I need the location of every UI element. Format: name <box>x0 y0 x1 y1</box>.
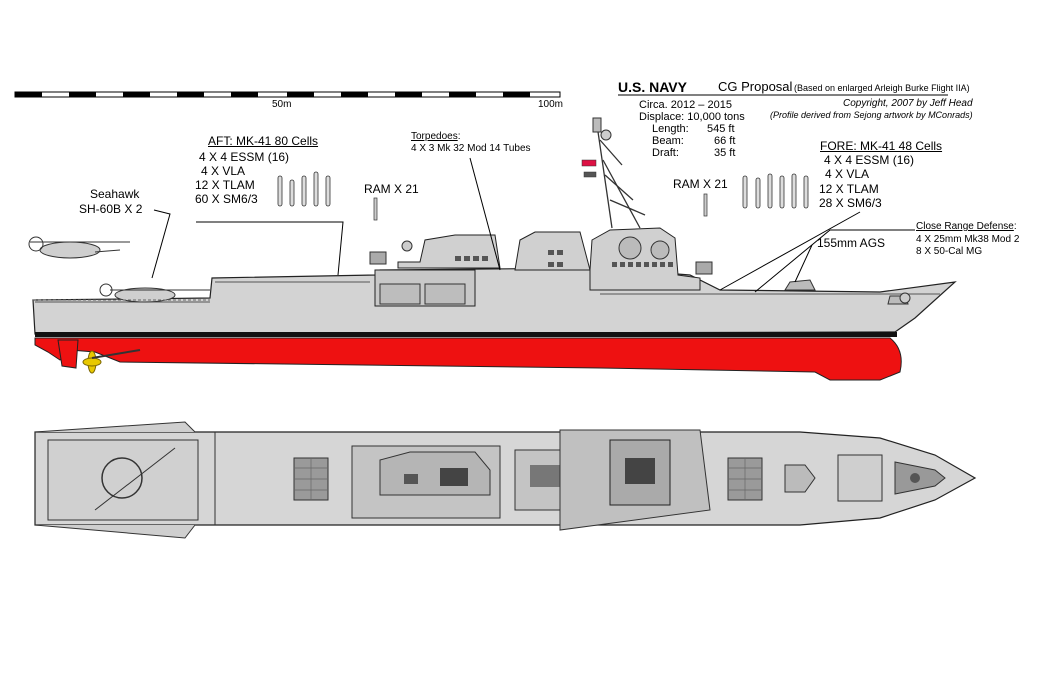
spec-circa: Circa. 2012 – 2015 <box>639 99 732 111</box>
crd-item: 8 X 50-Cal MG <box>916 246 983 257</box>
helicopter-2 <box>99 283 210 303</box>
fore-missiles-icon <box>742 173 809 209</box>
spec-displace: Displace: 10,000 tons <box>639 111 745 123</box>
aft-item: 60 X SM6/3 <box>195 192 258 206</box>
fore-item: 4 X 4 ESSM (16) <box>824 153 915 167</box>
helicopter-1 <box>28 236 130 259</box>
helo-model: SH-60B X 2 <box>79 202 143 216</box>
aft-item: 12 X TLAM <box>195 178 255 192</box>
aft-item: 4 X VLA <box>201 164 246 178</box>
aft-missiles-icon <box>277 171 331 207</box>
top-view <box>34 421 977 539</box>
title-main: U.S. NAVY <box>618 79 687 95</box>
crd-item: 4 X 25mm Mk38 Mod 2 <box>916 234 1020 245</box>
ram-aft-label: RAM X 21 <box>364 182 419 196</box>
spec-beam-value: 66 ft <box>714 135 736 147</box>
scale-bar <box>14 91 561 98</box>
fore-title: FORE: MK-41 48 Cells <box>820 139 943 153</box>
ram-fore-label: RAM X 21 <box>673 177 728 191</box>
credit-copyright: Copyright, 2007 by Jeff Head <box>843 98 973 109</box>
helo-name: Seahawk <box>90 187 140 201</box>
title-sub: CG Proposal <box>718 79 793 94</box>
spec-length-label: Length: <box>652 123 689 135</box>
aft-title: AFT: MK-41 80 Cells <box>208 134 319 148</box>
fore-item: 28 X SM6/3 <box>819 196 882 210</box>
spec-length-value: 545 ft <box>707 123 735 135</box>
ags-label: 155mm AGS <box>817 236 886 250</box>
torpedoes-title: Torpedoes: <box>411 131 461 142</box>
side-profile <box>28 117 957 381</box>
crd-title: Close Range Defense: <box>916 221 1017 232</box>
title-note: (Based on enlarged Arleigh Burke Flight … <box>794 83 970 93</box>
torpedoes-desc: 4 X 3 Mk 32 Mod 14 Tubes <box>411 143 531 154</box>
spec-beam-label: Beam: <box>652 135 684 147</box>
fore-item: 12 X TLAM <box>819 182 879 196</box>
spec-draft-value: 35 ft <box>714 147 736 159</box>
scale-label-100: 100m <box>538 99 564 110</box>
fore-item: 4 X VLA <box>825 167 870 181</box>
spec-draft-label: Draft: <box>652 147 679 159</box>
scale-label-50: 50m <box>272 99 292 110</box>
aft-item: 4 X 4 ESSM (16) <box>199 150 290 164</box>
credit-profile: (Profile derived from Sejong artwork by … <box>770 110 973 120</box>
